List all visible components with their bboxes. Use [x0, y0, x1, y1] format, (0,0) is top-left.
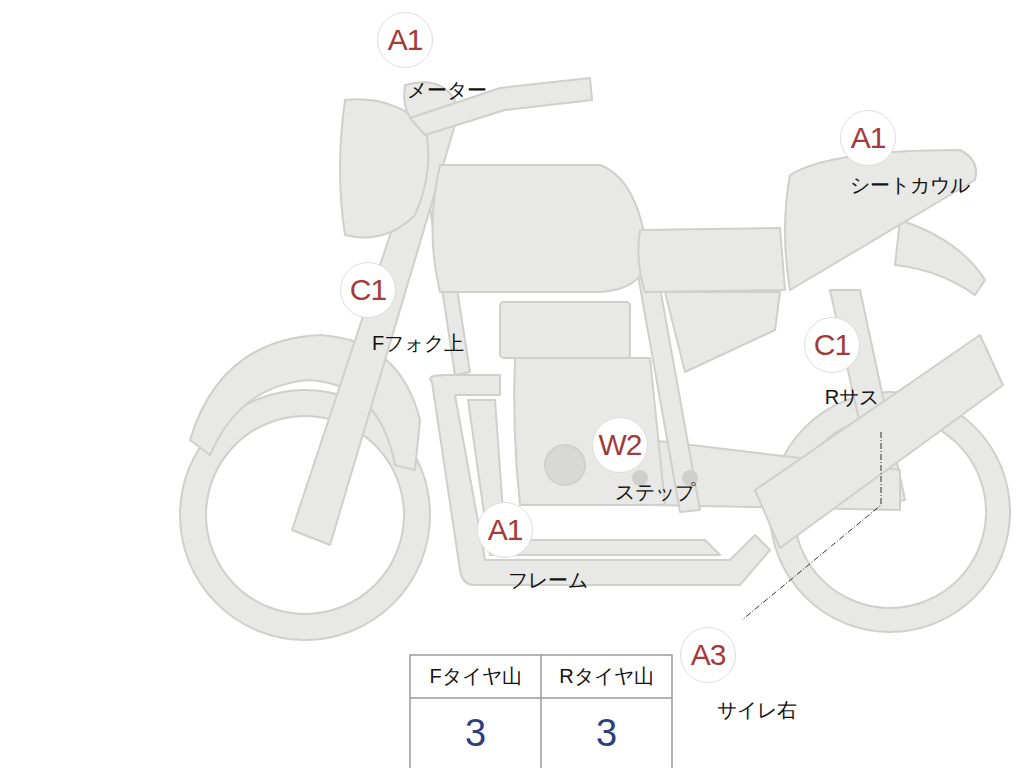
- tread-value: 3: [541, 698, 672, 768]
- part-name: シートカウル: [850, 174, 970, 196]
- callout-code: W2: [592, 417, 648, 473]
- part-name: サイレ右: [717, 699, 797, 721]
- table-header: Rタイヤ山: [541, 655, 672, 698]
- callout-code: C1: [804, 317, 860, 373]
- callout-code: C1: [340, 262, 396, 318]
- callout-code: A3: [680, 627, 736, 683]
- part-name: フレーム: [508, 569, 588, 591]
- callout-code: A1: [377, 12, 433, 68]
- part-name: Rサス: [825, 386, 879, 408]
- part-name: ステップ: [615, 481, 695, 503]
- part-name: Fフォク上: [372, 332, 464, 354]
- callout-code: A1: [840, 110, 896, 166]
- tread-value: 3: [410, 698, 541, 768]
- part-name: メーター: [407, 79, 487, 101]
- table-header: Fタイヤ山: [410, 655, 541, 698]
- leader-line: [742, 432, 881, 620]
- tyre-table: [410, 655, 672, 768]
- callout-code: A1: [477, 502, 533, 558]
